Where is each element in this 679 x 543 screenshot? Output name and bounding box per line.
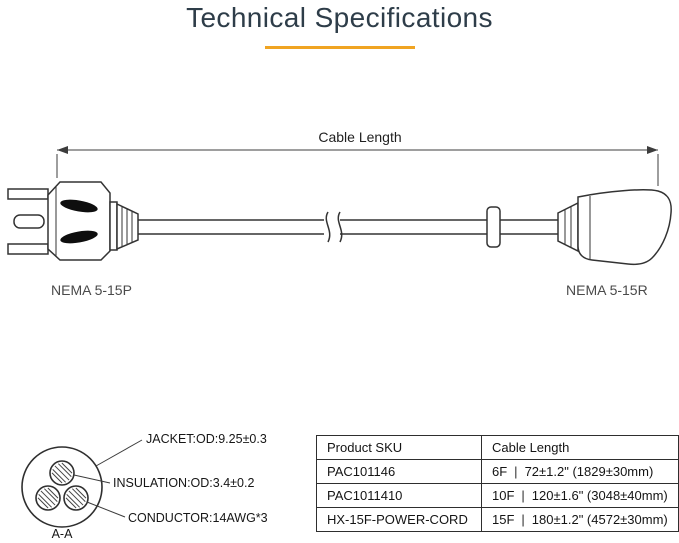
table-row: PAC1011410 10F | 120±1.6" (3048±40mm) bbox=[316, 483, 679, 508]
length-cell: 6F | 72±1.2" (1829±30mm) bbox=[481, 459, 679, 484]
cable-break bbox=[325, 211, 331, 243]
length-detail: 120±1.6" (3048±40mm) bbox=[531, 488, 668, 503]
cable-break bbox=[337, 211, 343, 243]
section-view-label: A-A bbox=[51, 527, 73, 541]
length-feet: 6F bbox=[492, 464, 508, 479]
insulation-callout-label: INSULATION:OD:3.4±0.2 bbox=[113, 476, 255, 490]
table-header-cable-length: Cable Length bbox=[481, 435, 679, 460]
length-feet: 10F bbox=[492, 488, 515, 503]
length-cell: 10F | 120±1.6" (3048±40mm) bbox=[481, 483, 679, 508]
accent-underline bbox=[264, 46, 415, 49]
length-separator: | bbox=[521, 512, 525, 527]
table-row: HX-15F-POWER-CORD 15F | 180±1.2" (4572±30m… bbox=[316, 507, 679, 532]
jacket-circle bbox=[21, 446, 103, 528]
sku-cell: PAC101146 bbox=[316, 459, 482, 484]
table-row: PAC101146 6F | 72±1.2" (1829±30mm) bbox=[316, 459, 679, 484]
conductor-circle bbox=[49, 460, 75, 486]
length-separator: | bbox=[514, 464, 518, 479]
conductor-circle bbox=[63, 485, 89, 511]
dimension-line bbox=[56, 146, 659, 186]
table-header-product-sku: Product SKU bbox=[316, 435, 482, 460]
sku-cell: HX-15F-POWER-CORD bbox=[316, 507, 482, 532]
length-cell: 15F | 180±1.2" (4572±30mm) bbox=[481, 507, 679, 532]
conductor-callout-label: CONDUCTOR:14AWG*3 bbox=[128, 511, 268, 525]
conductor-circle bbox=[35, 485, 61, 511]
jacket-callout-label: JACKET:OD:9.25±0.3 bbox=[146, 432, 267, 446]
plug-drawing bbox=[7, 181, 139, 261]
receptacle-drawing bbox=[557, 189, 672, 266]
sku-cell: PAC1011410 bbox=[316, 483, 482, 508]
cable-length-dimension-label: Cable Length bbox=[318, 129, 402, 145]
cable-clip bbox=[486, 206, 501, 248]
plug-label: NEMA 5-15P bbox=[51, 282, 132, 298]
spec-table: Product SKU Cable Length PAC101146 6F | 72… bbox=[316, 435, 679, 532]
table-header-row: Product SKU Cable Length bbox=[316, 435, 679, 460]
length-separator: | bbox=[521, 488, 525, 503]
receptacle-label: NEMA 5-15R bbox=[566, 282, 648, 298]
cable-drawing bbox=[138, 206, 558, 248]
page-title: Technical Specifications bbox=[186, 2, 493, 33]
length-detail: 72±1.2" (1829±30mm) bbox=[524, 464, 654, 479]
length-feet: 15F bbox=[492, 512, 515, 527]
length-detail: 180±1.2" (4572±30mm) bbox=[531, 512, 668, 527]
